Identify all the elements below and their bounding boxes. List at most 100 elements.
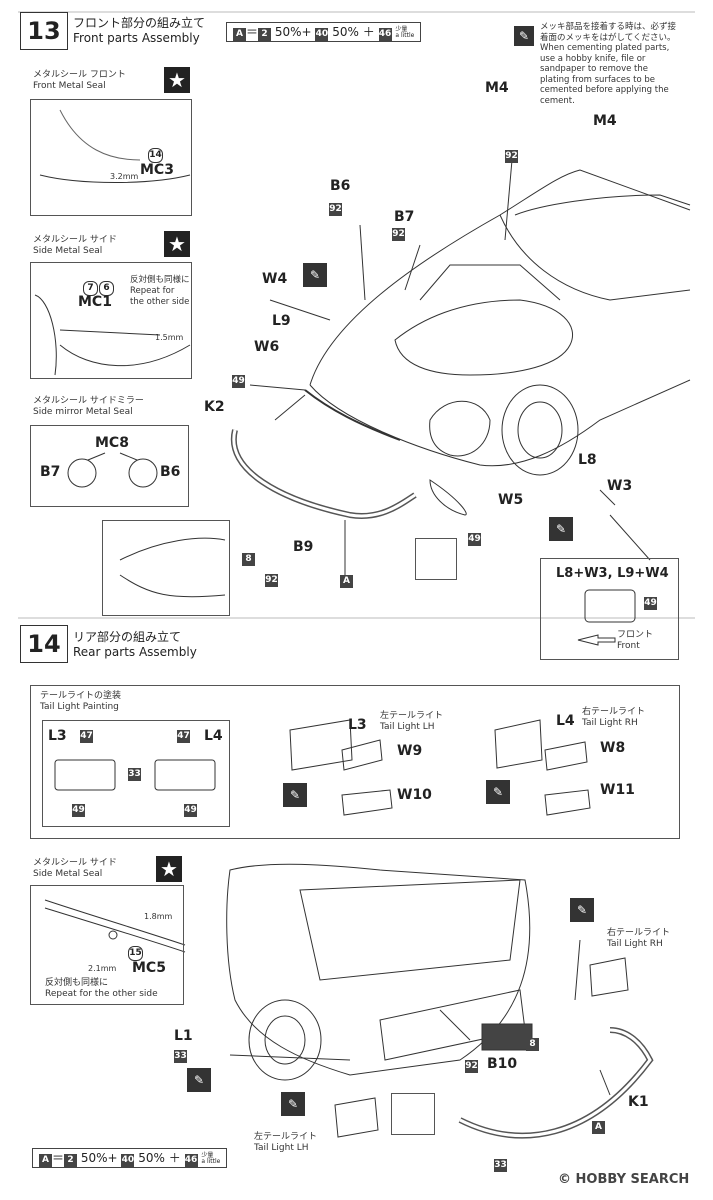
color-33-tail: 33 [128,768,141,781]
w5-detail-box [415,538,457,580]
step-number-14: 14 [20,625,68,663]
side-repeat-en1: Repeat for [130,286,175,296]
caution-icon: ✎ [486,780,510,804]
side-seal-title-en: Side Metal Seal [33,246,103,256]
decal-6: 6 [99,281,114,296]
color-a: A [340,575,353,588]
rear-repeat-en: Repeat for the other side [45,989,158,999]
decal-14: 14 [148,148,163,163]
color-badge-46: 46 [184,1154,198,1167]
color-33-a: 33 [174,1050,187,1063]
color-badge-40: 40 [315,28,329,41]
part-m4-a: M4 [485,80,509,96]
lens-box [540,558,679,660]
rear-repeat-note: 反対側も同様に Repeat for the other side [45,978,158,1000]
rear-lh-label: 左テールライト Tail Light LH [254,1132,317,1154]
part-l8: L8 [578,452,597,468]
step-13-title: フロント部分の組み立て Front parts Assembly [73,16,205,46]
part-mc1: MC1 [78,294,112,310]
watermark-copy: © [558,1172,571,1187]
rear-seal-title-en: Side Metal Seal [33,869,103,879]
part-b9: B9 [293,539,314,555]
rear-seal-title-jp: メタルシール サイド [33,858,117,868]
mirror-seal-box [30,425,189,507]
part-b7: B7 [394,209,415,225]
color-92-d: 92 [265,574,278,587]
part-w3: W3 [607,478,633,494]
color-92-c: 92 [392,228,405,241]
lens-front-label: フロント Front [617,630,653,652]
caution-icon: ✎ [187,1068,211,1092]
part-b6-mirror: B6 [160,464,181,480]
tail-painting-jp: テールライトの塗装 [40,691,122,701]
side-repeat-en2: the other side [130,297,190,307]
side-seal-title: メタルシール サイド Side Metal Seal [33,235,117,257]
paint-pct1: 50%+ [274,25,312,39]
decal-15: 15 [128,946,143,961]
color-49-b: 49 [468,533,481,546]
lens-front-en: Front [617,641,640,651]
caution-icon: ✎ [549,517,573,541]
color-8-rear: 8 [526,1038,539,1051]
color-49-lens: 49 [644,597,657,610]
color-33-b: 33 [494,1159,507,1172]
paint-pct1: 50%+ [80,1151,118,1165]
color-49-tail-a: 49 [72,804,85,817]
part-k2: K2 [204,399,225,415]
part-b6: B6 [330,178,351,194]
caution-icon: ✎ [514,26,534,46]
rear-lh-en: Tail Light LH [254,1143,309,1153]
rh-title-jp: 右テールライト [582,707,646,717]
side-repeat-note: 反対側も同様に Repeat for the other side [130,275,190,308]
color-92-a: 92 [505,150,518,163]
part-b10: B10 [487,1056,518,1072]
paint-eq: ＝ [246,25,259,39]
mirror-seal-title: メタルシール サイドミラー Side mirror Metal Seal [33,396,144,418]
star-icon: ★ [164,67,190,93]
part-l4-paint: L4 [204,728,223,744]
plating-note: メッキ部品を接着する時は、必ず接着面のメッキをはがしてください。 When ce… [540,22,680,106]
color-49-a: 49 [232,375,245,388]
tail-painting-box [42,720,230,827]
part-l3-paint: L3 [48,728,67,744]
paint-eq: ＝ [52,1151,65,1165]
b9-detail-box [102,520,230,616]
paint-little-en: a little [201,1157,221,1165]
color-47-a: 47 [80,730,93,743]
part-l1: L1 [174,1028,193,1044]
rear-rh-jp: 右テールライト [607,928,671,938]
step-13-title-jp: フロント部分の組み立て [73,16,206,30]
color-a-rear: A [592,1121,605,1134]
lh-title-jp: 左テールライト [380,711,444,721]
part-w10: W10 [397,787,432,803]
part-w5: W5 [498,492,524,508]
part-mc5: MC5 [132,960,166,976]
dim-rear-1: 1.8mm [144,912,173,921]
front-seal-title: メタルシール フロント Front Metal Seal [33,70,126,92]
part-w9: W9 [397,743,423,759]
step-14-title-en: Rear parts Assembly [73,645,197,659]
part-mc3: MC3 [140,162,174,178]
rear-rh-label: 右テールライト Tail Light RH [607,928,670,950]
step-14-title: リア部分の組み立て Rear parts Assembly [73,630,197,660]
color-92-b: 92 [329,203,342,216]
star-icon: ★ [156,856,182,882]
part-w8: W8 [600,740,626,756]
tail-painting-title: テールライトの塗装 Tail Light Painting [40,691,121,713]
paint-pct2: 50% ＋ [138,1151,181,1165]
rear-seal-title: メタルシール サイド Side Metal Seal [33,858,117,880]
rh-title: 右テールライト Tail Light RH [582,707,645,729]
part-m4-b: M4 [593,113,617,129]
front-seal-title-jp: メタルシール フロント [33,70,126,80]
part-l4: L4 [556,713,575,729]
color-badge-a: A [233,28,246,41]
watermark-text: HOBBY SEARCH [575,1172,690,1187]
side-repeat-jp: 反対側も同様に [130,275,190,285]
color-badge-2: 2 [258,28,272,41]
paint-little-jp: 少量 [201,1151,214,1159]
step-14-title-jp: リア部分の組み立て [73,630,182,644]
tail-painting-en: Tail Light Painting [40,702,119,712]
rear-seal-box [30,885,184,1005]
